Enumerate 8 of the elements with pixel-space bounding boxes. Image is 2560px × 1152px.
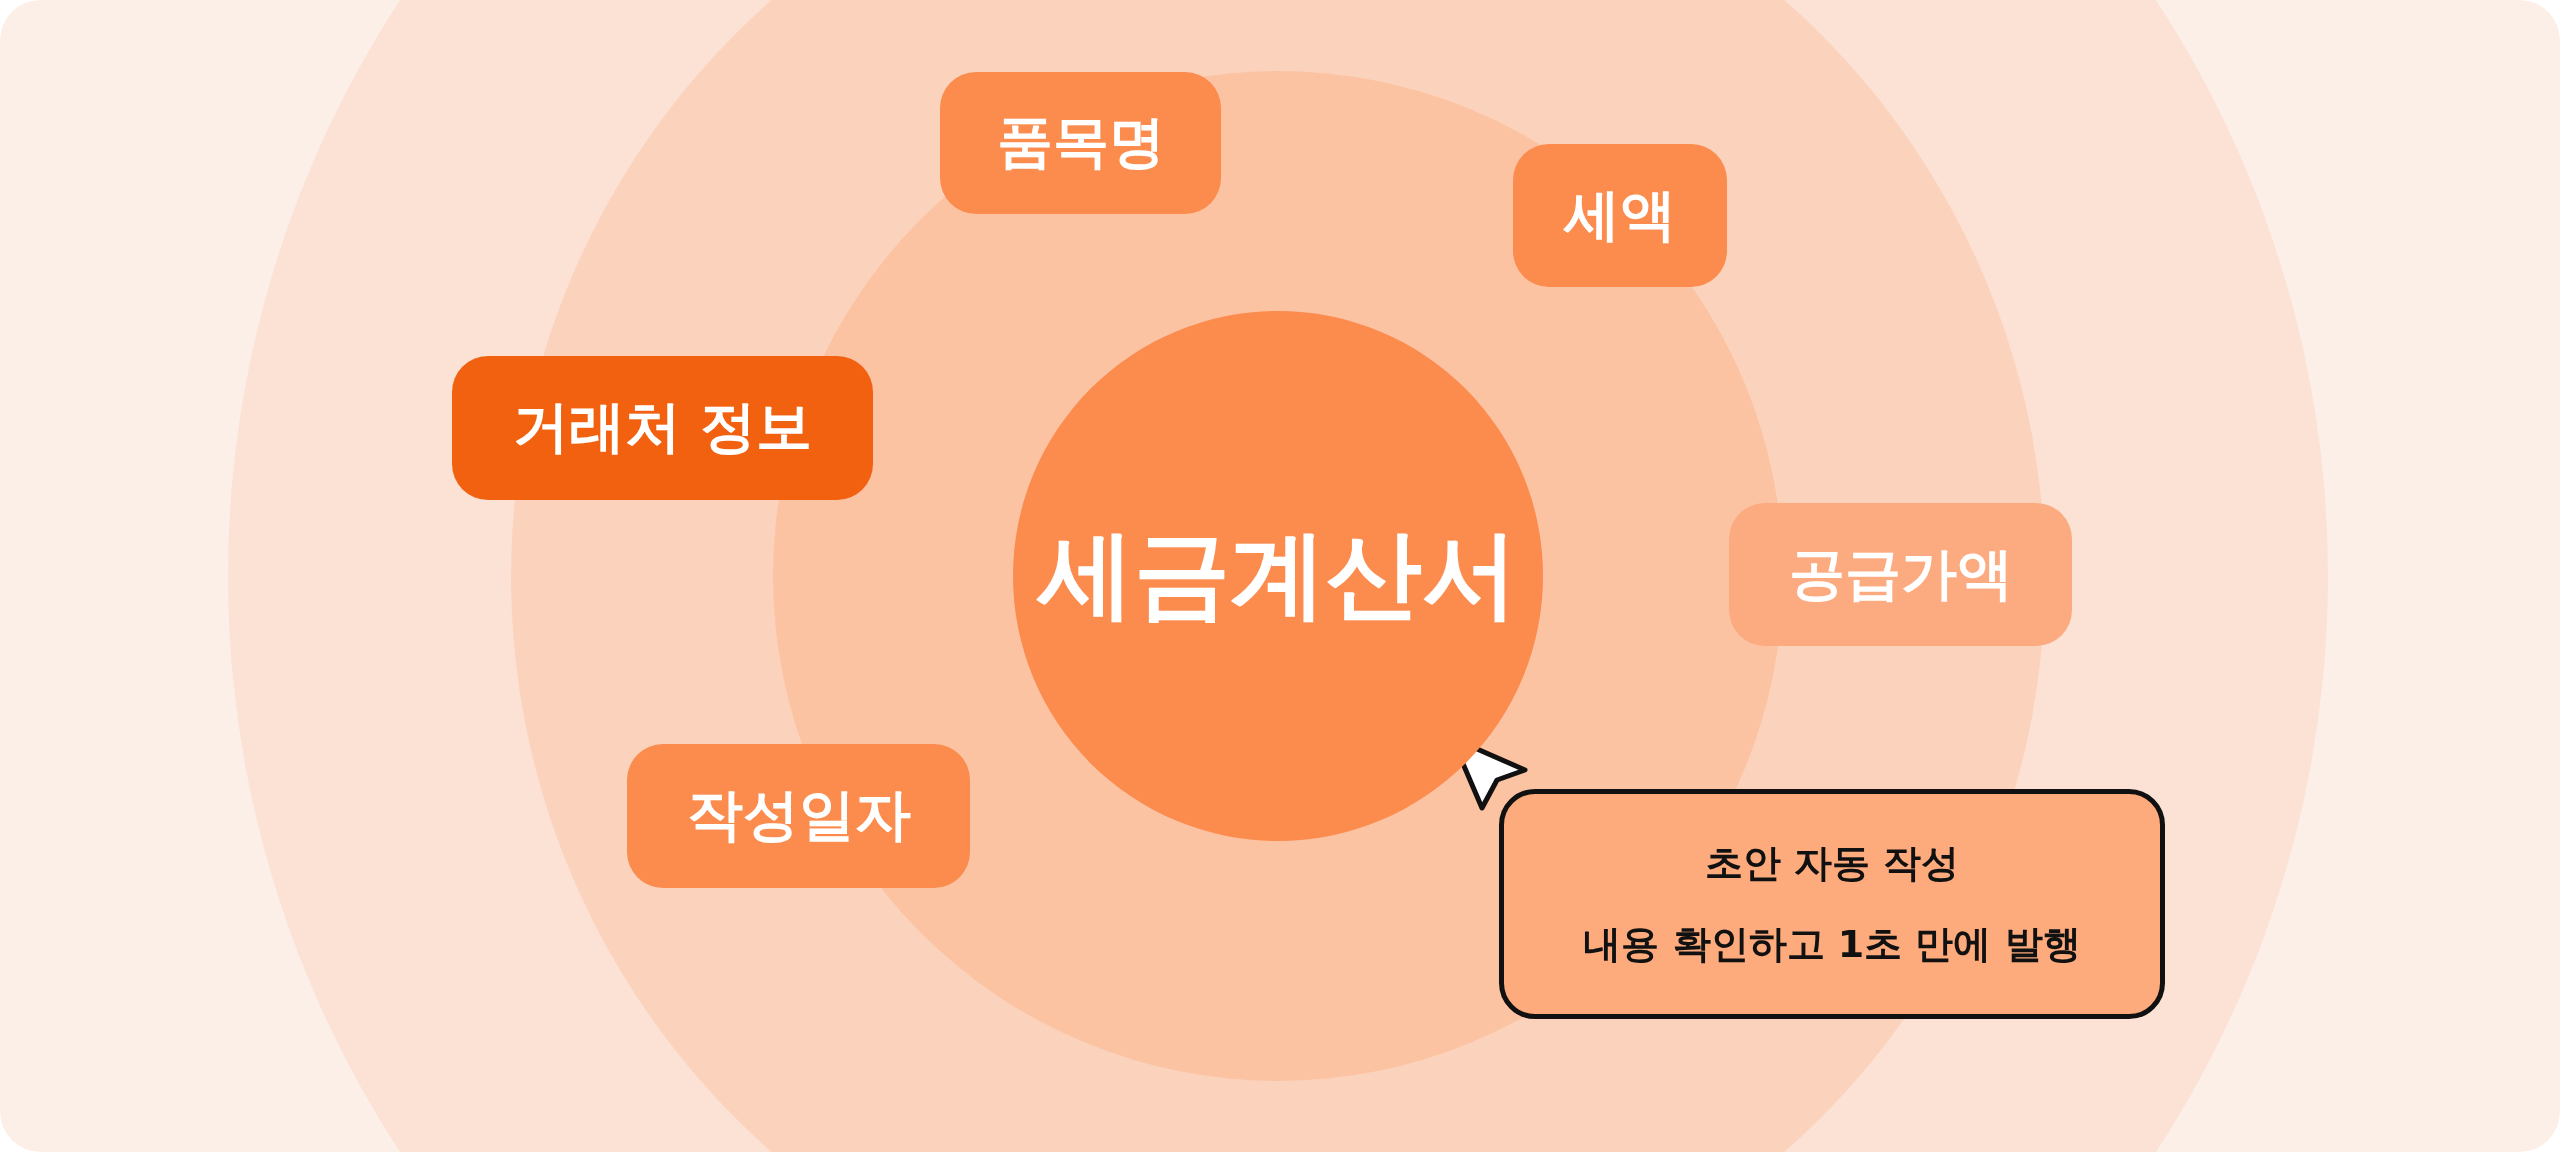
- field-tag: 공급가액: [1729, 503, 2072, 646]
- field-tag: 거래처 정보: [452, 356, 873, 500]
- field-tag: 품목명: [940, 72, 1221, 214]
- callout-box: [1499, 789, 2165, 1019]
- field-tag: 작성일자: [627, 744, 970, 888]
- field-tag: 세액: [1513, 144, 1727, 287]
- callout-title: 초안 자동 작성: [1704, 840, 1960, 887]
- callout-text: 내용 확인하고 1초 만에 발행: [1583, 921, 2081, 968]
